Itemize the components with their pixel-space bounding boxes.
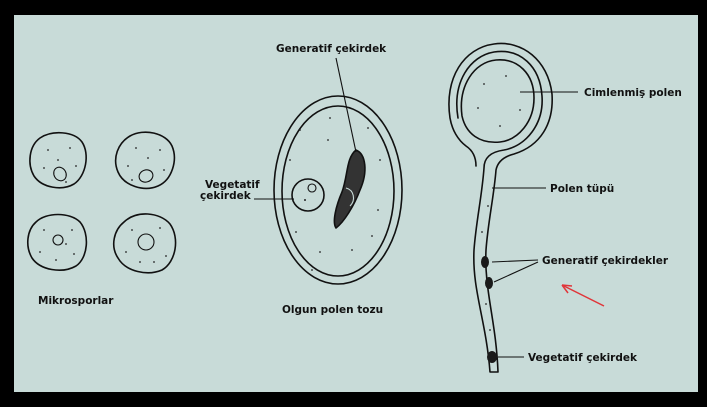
germinated-pollen-group: Cimlenmiş polen Polen tüpü Generatif çek… bbox=[449, 43, 682, 372]
generative-nucleus-1 bbox=[481, 256, 489, 268]
generative-nucleus-2 bbox=[485, 277, 493, 289]
label-mikrosporlar: Mikrosporlar bbox=[38, 295, 114, 307]
microspore-cell bbox=[116, 132, 175, 188]
vegetative-nucleus bbox=[292, 179, 324, 211]
microspores-group: Mikrosporlar bbox=[28, 132, 176, 307]
label-generatif-cekirdek: Generatif çekirdek bbox=[276, 43, 387, 55]
label-polen-tupu: Polen tüpü bbox=[550, 183, 614, 195]
label-olgun-polen-tozu: Olgun polen tozu bbox=[282, 304, 383, 316]
cytoplasm-stipple bbox=[289, 117, 381, 271]
mature-pollen-group: Generatif çekirdek Vegetatif çekirdek Ol… bbox=[200, 43, 402, 316]
label-cimlenmis-polen: Cimlenmiş polen bbox=[584, 87, 682, 99]
label-vegetatif-cekirdek-tube: Vegetatif çekirdek bbox=[528, 352, 638, 364]
label-generatif-cekirdekler: Generatif çekirdekler bbox=[542, 255, 669, 267]
microspore-cell bbox=[114, 214, 176, 273]
label-vegetatif-line2: çekirdek bbox=[200, 190, 252, 202]
tube-stipple bbox=[477, 75, 521, 331]
microspore-cell bbox=[30, 133, 86, 188]
red-pointer-arrow bbox=[562, 285, 604, 306]
vegetative-nucleus-tube bbox=[487, 351, 497, 363]
microspore-cell bbox=[28, 215, 87, 271]
